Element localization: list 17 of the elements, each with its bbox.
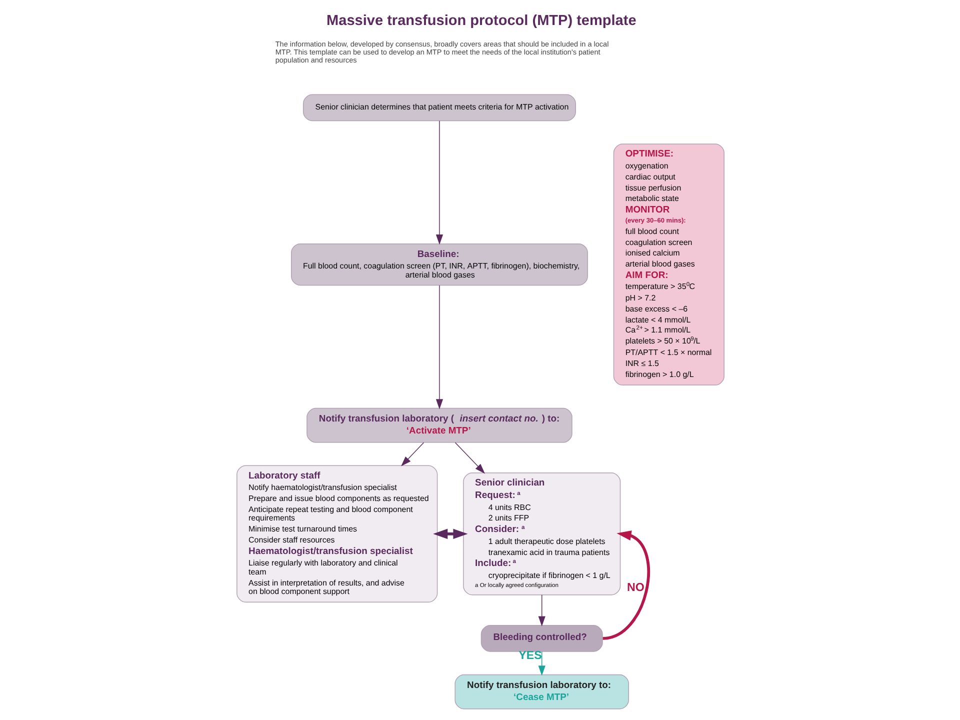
node-box: Notify transfusion laboratory to: ‘Cease MTP’ bbox=[454, 674, 628, 710]
node-box: Senior clinician determines that patient meets criteria for MTP activation bbox=[302, 94, 576, 122]
arrow bbox=[435, 120, 443, 245]
arrow bbox=[602, 530, 650, 640]
arrow bbox=[435, 285, 443, 410]
arrow bbox=[538, 651, 545, 676]
arrow bbox=[538, 594, 545, 626]
node-box: Baseline: Full blood count, coagulation screen (PT, INR, APTT, fibrinogen), biochemistry, arterial blood gases bbox=[290, 243, 588, 286]
diagram-title: Massive transfusion protocol (MTP) template bbox=[326, 12, 636, 29]
arrow bbox=[400, 442, 424, 466]
arrow bbox=[432, 528, 468, 539]
node-box: Laboratory staff Notify haematologist/transfusion specialist Prepare and issue blood components as requested Anticipate repeat testing and blood component requirements Minimise test turnaround times Consider staff resources Haematologist/transfusion specialist Liaise regularly with laboratory and clinical team Assist in interpretation of results, and advise on blood component support bbox=[236, 465, 438, 602]
edge-label: NO bbox=[626, 580, 644, 594]
node-box: Notify transfusion laboratory (insert contact no.) to: ‘Activate MTP’ bbox=[306, 408, 572, 443]
node-box: Bleeding controlled? bbox=[480, 625, 602, 652]
label: The information below, developed by consensus, broadly covers areas that should be included in a local MTP. This template can be used to develop an MTP to meet the needs of the local institution's patient population and resources bbox=[274, 39, 608, 64]
arrow bbox=[454, 442, 484, 474]
